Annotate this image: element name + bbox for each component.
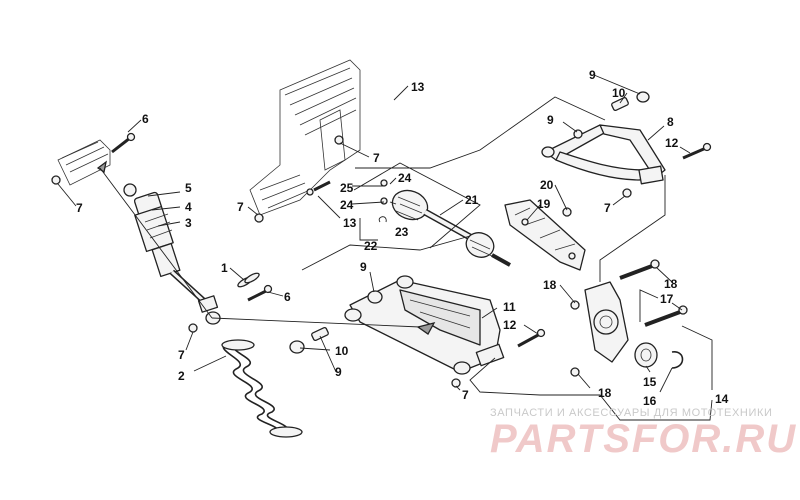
callout-9-arm: 9: [547, 113, 554, 127]
wheel-bearing: [634, 342, 684, 369]
coil-spring: [221, 339, 303, 438]
callout-13-upper: 13: [411, 80, 425, 94]
callout-7-center: 7: [373, 151, 380, 165]
bushing-1: [237, 272, 260, 288]
callout-7-frame: 7: [237, 200, 244, 214]
upper-arm-hardware: [573, 91, 712, 160]
callout-14: 14: [715, 392, 729, 406]
callout-18-left: 18: [543, 278, 557, 292]
callout-13-lower: 13: [343, 216, 357, 230]
callout-15: 15: [643, 375, 657, 389]
bolt-6-lower: [247, 284, 273, 302]
watermark: ЗАПЧАСТИ И АКСЕССУАРЫ ДЛЯ МОТОТЕХНИКИ PA…: [490, 407, 797, 461]
callout-19: 19: [537, 197, 551, 211]
half-shaft: [391, 189, 511, 267]
callout-8: 8: [667, 115, 674, 129]
watermark-subtitle: ЗАПЧАСТИ И АКСЕССУАРЫ ДЛЯ МОТОТЕХНИКИ: [490, 407, 772, 419]
callout-25: 25: [340, 181, 354, 195]
bolt-6-upper: [111, 132, 136, 154]
callout-20: 20: [540, 178, 554, 192]
callout-10-top: 10: [612, 86, 626, 100]
callout-10-lower: 10: [335, 344, 349, 358]
callout-7-lower-arm: 7: [462, 388, 469, 402]
callout-18-right: 18: [664, 277, 678, 291]
steering-knuckle: [570, 281, 629, 377]
callout-22: 22: [364, 239, 378, 253]
callout-17: 17: [660, 292, 674, 306]
frame-section-left: [57, 139, 111, 186]
lower-a-arm: [344, 275, 505, 375]
knuckle-bolts: [619, 259, 688, 327]
callout-5: 5: [185, 181, 192, 195]
callout-2: 2: [178, 369, 185, 383]
callout-9-top: 9: [589, 68, 596, 82]
watermark-logo: PARTSFOR.RU: [490, 417, 797, 461]
upper-a-arm: [541, 124, 666, 185]
frame-section-center: [249, 59, 361, 216]
callout-21: 21: [465, 193, 479, 207]
callout-9-bottom: 9: [335, 365, 342, 379]
callout-12-lower: 12: [503, 318, 517, 332]
nuts-7: [51, 135, 632, 388]
callout-labels: 5 4 3 6 7 1 6 7 2 7 7 13 13 25 24 24 23 …: [76, 68, 729, 408]
leader-lines: [57, 74, 713, 421]
callout-7-shock: 7: [178, 348, 185, 362]
callout-1: 1: [221, 261, 228, 275]
callout-24-right: 24: [398, 171, 412, 185]
skid-plate: [504, 199, 586, 271]
callout-11: 11: [503, 300, 516, 314]
shock-absorber: [123, 183, 221, 325]
callout-9-lower: 9: [360, 260, 367, 274]
callout-7-left: 7: [76, 201, 83, 215]
lower-arm-hardware: [289, 290, 546, 354]
callout-3: 3: [185, 216, 192, 230]
callout-12-upper: 12: [665, 136, 679, 150]
callout-23: 23: [395, 225, 409, 239]
callout-6-lower: 6: [284, 290, 291, 304]
callout-6-upper: 6: [142, 112, 149, 126]
callout-4: 4: [185, 200, 192, 214]
callout-7-upper-arm: 7: [604, 201, 611, 215]
callout-18-bottom: 18: [598, 386, 612, 400]
axle-small-parts: [306, 179, 388, 223]
callout-24-left: 24: [340, 198, 354, 212]
callout-16: 16: [643, 394, 657, 408]
